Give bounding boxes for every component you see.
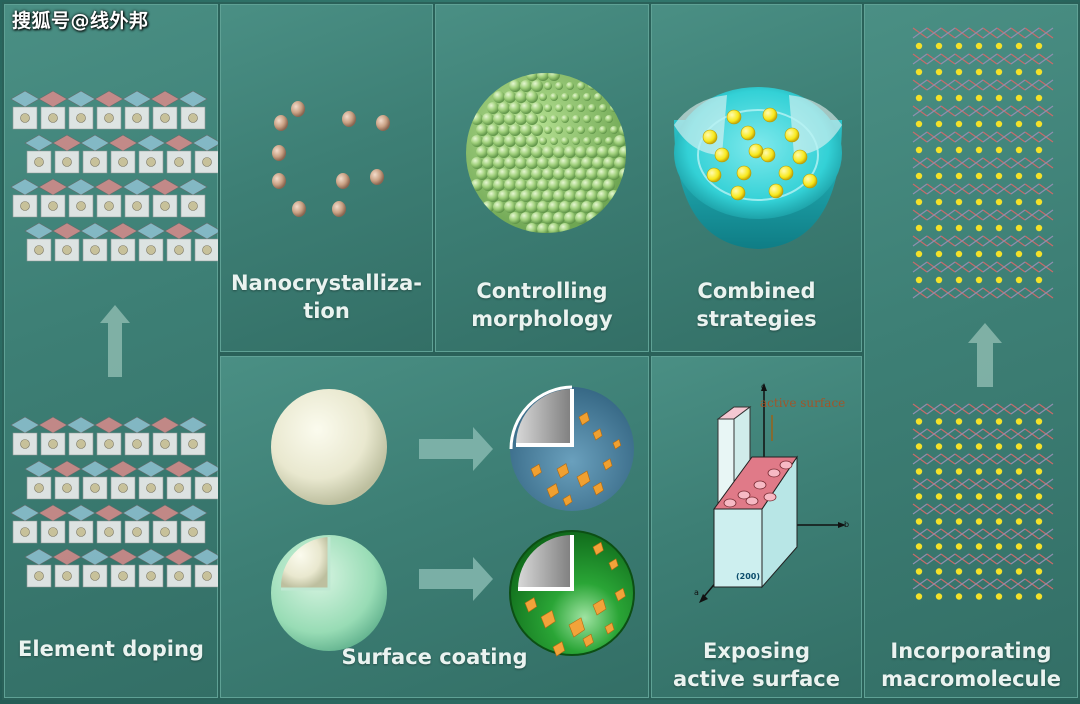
- up-arrow-icon: [968, 323, 1002, 387]
- right-arrow-icon: [419, 557, 493, 601]
- nanoparticles-icon: [272, 101, 390, 217]
- label-combined-strategies: Combined strategies: [696, 279, 817, 331]
- watermark: 搜狐号@线外邦: [12, 10, 149, 32]
- morphology-sphere-icon: [466, 73, 626, 233]
- plane-label: (200): [736, 572, 760, 581]
- active-surface-annotation: active surface: [760, 396, 845, 410]
- right-arrow-icon: [419, 427, 493, 471]
- up-arrow-icon: [100, 305, 130, 377]
- surface-coating-illustration: [271, 385, 635, 657]
- crystal-facet-diagram: c b a (200) active surface: [694, 382, 849, 603]
- label-controlling-morphology: Controlling morphology: [471, 279, 613, 331]
- coated-sphere-blue-icon: [509, 385, 634, 511]
- panel-combined-strategies: Combined strategies: [651, 4, 862, 352]
- axis-c-label: c: [761, 382, 765, 391]
- panel-nanocrystallization: Nanocrystalliza- tion: [220, 4, 433, 352]
- label-element-doping: Element doping: [18, 637, 204, 661]
- cyan-dish-icon: [674, 87, 842, 249]
- layered-structure-icon: [912, 27, 1054, 600]
- label-surface-coating: Surface coating: [341, 645, 528, 669]
- label-incorporating-macromolecule: Incorporating macromolecule: [881, 639, 1061, 691]
- coated-sphere-green-icon: [509, 530, 635, 657]
- crystal-lattice-top-icon: [10, 90, 222, 588]
- panel-incorporating-macromolecule: Incorporating macromolecule: [864, 4, 1078, 698]
- axis-b-label: b: [844, 520, 849, 529]
- panel-exposing-active-surface: c b a (200) active surface Exposing acti…: [651, 356, 862, 698]
- panel-controlling-morphology: Controlling morphology: [435, 4, 649, 352]
- label-nanocrystallization: Nanocrystalliza- tion: [230, 271, 423, 323]
- axis-a-label: a: [694, 588, 699, 597]
- panel-surface-coating: Surface coating: [220, 356, 649, 698]
- half-coated-sphere-icon: [271, 535, 387, 651]
- label-exposing-active-surface: Exposing active surface: [673, 639, 840, 691]
- panel-element-doping: Element doping: [4, 4, 222, 698]
- bare-sphere-icon: [271, 389, 387, 505]
